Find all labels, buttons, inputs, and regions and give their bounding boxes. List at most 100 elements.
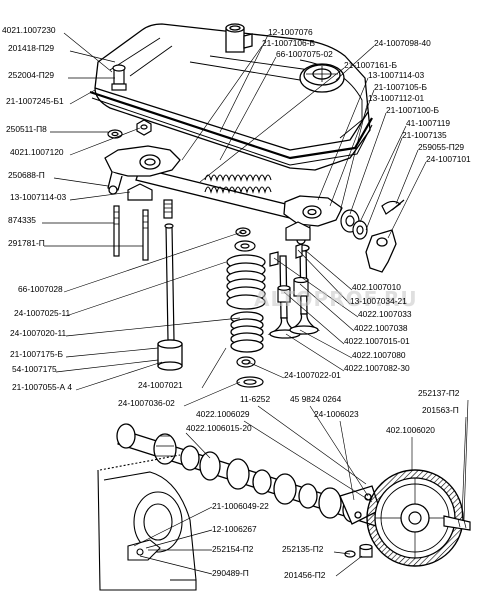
part-label-l34: 4022.1007015-01 [344,336,410,346]
valve-spring-outer [226,254,266,310]
part-label-l39: 24-1007036-02 [118,398,175,408]
part-label-l06: 4021.1007120 [10,147,64,157]
leader-line-l34-0 [283,291,345,345]
gear-bolt [443,515,471,531]
part-label-l50: 252154-П2 [212,544,254,554]
part-label-l04: 21-1007245-Б1 [6,96,64,106]
valve-spring-inner [230,311,264,353]
valve-cover [89,23,373,171]
leader-line-l07-0 [53,177,109,187]
leader-line-l43-0 [339,420,355,501]
part-label-l35: 4022.1007080 [352,350,406,360]
end-washers [340,209,368,240]
leader-line-l06-0 [69,127,141,156]
part-label-l11: 66-1007028 [18,284,63,294]
part-label-l42: 4022.1006029 [196,409,250,419]
part-label-l49: 12-1006267 [212,524,257,534]
leader-line-l08-0 [69,191,131,201]
part-label-l33: 4022.1007038 [354,323,408,333]
leader-line-l47-0 [461,416,467,519]
part-label-l48: 21-1006049-22 [212,501,269,511]
leader-line-l44-0 [185,432,211,459]
rocker-supports [127,183,311,241]
part-label-l20: 21-1007161-Б [344,60,397,70]
leader-line-l42-0 [243,420,373,503]
part-label-l38: 24-1007021 [138,380,183,390]
cotter-pin [381,199,405,215]
part-label-l22: 13-1007114-03 [368,70,425,80]
leader-line-l51-0 [139,555,213,575]
leader-lines [42,32,469,577]
tappet [157,339,183,371]
part-label-l02: 201418-П29 [8,43,54,53]
part-label-l37: 24-1007022-01 [284,370,341,380]
part-label-l45: 402.1006020 [386,425,435,435]
part-label-l31: 13-1007034-21 [350,296,407,306]
cover-nuts [107,119,152,139]
part-label-l16: 21-1007055-А 4 [12,382,72,392]
part-label-l51: 290489-П [212,568,249,578]
leader-line-l33-0 [299,283,355,332]
part-label-l44: 4022.1006015-20 [186,423,252,433]
part-label-l19: 66-1007075-02 [276,49,333,59]
part-label-l30: 402.1007010 [352,282,401,292]
rocker-arm-right [283,195,343,245]
oil-filler-cap [299,63,345,93]
part-label-l41: 45 9824 0264 [290,394,342,404]
camshaft-gear [366,469,464,567]
part-label-l03: 252004-П29 [8,70,54,80]
leader-line-l16-0 [75,361,163,391]
leader-line-l22-0 [317,77,369,201]
leader-line-l32-0 [273,257,359,318]
leader-line-l01-0 [63,32,113,73]
leader-line-l26-0 [359,125,407,223]
leader-line-l23-0 [329,89,375,207]
leader-line-l04-0 [69,89,96,105]
leader-line-l36-0 [285,333,345,372]
cover-bolts [111,64,127,91]
part-label-l08: 13-1007114-03 [10,192,67,202]
part-label-l12: 24-1007025-11 [14,308,71,318]
leader-line-l13-0 [65,317,241,337]
part-label-l36: 4022.1007082-30 [344,363,410,373]
part-label-l28: 259055-П29 [418,142,464,152]
leader-line-l27-0 [365,137,403,231]
leader-line-l25-0 [349,112,387,215]
leader-line-l48-0 [133,506,213,547]
part-label-l25: 21-1007100-Б [386,105,439,115]
leader-line-l11-0 [63,231,243,293]
part-label-l26: 41-1007119 [406,118,450,128]
leader-line-l18-0 [181,45,263,161]
valve-spring-retainer [234,227,256,252]
leader-line-l49-0 [145,529,213,549]
valve-exhaust [287,244,321,335]
part-label-l24: 13-1007112-01 [368,93,425,103]
part-label-l15: 54-1007175 [12,364,57,374]
part-label-l27: 21-1007135 [402,130,447,140]
leader-line-l12-0 [65,261,227,317]
part-label-l29: 24-1007101 [426,154,471,164]
part-label-l46: 252137-П2 [418,388,460,398]
leader-line-l02-0 [69,50,116,63]
leader-line-l40-0 [257,405,367,485]
leader-line-l46-0 [463,399,469,521]
valve-guides [277,276,309,303]
part-label-l23: 21-1007105-Б [374,82,427,92]
leader-line-l24-0 [339,100,369,213]
leader-line-l41-0 [309,405,369,497]
part-label-l52: 252135-П2 [282,544,324,554]
leader-line-l39-0 [183,381,241,407]
camshaft [116,423,381,527]
leader-line-l28-0 [395,149,419,205]
part-label-l40: 11-6252 [240,394,270,404]
rocker-arm-left [104,145,181,195]
part-label-l47: 201563-П [422,405,459,415]
leader-line-l20-0 [199,67,345,183]
leader-line-l21-0 [335,45,375,81]
rocker-spring [204,174,272,194]
oil-filler-neck [225,23,253,53]
adjusting-screw [163,199,173,219]
part-label-l32: 4022.1007033 [358,309,412,319]
part-label-l01: 4021.1007230 [2,25,56,35]
